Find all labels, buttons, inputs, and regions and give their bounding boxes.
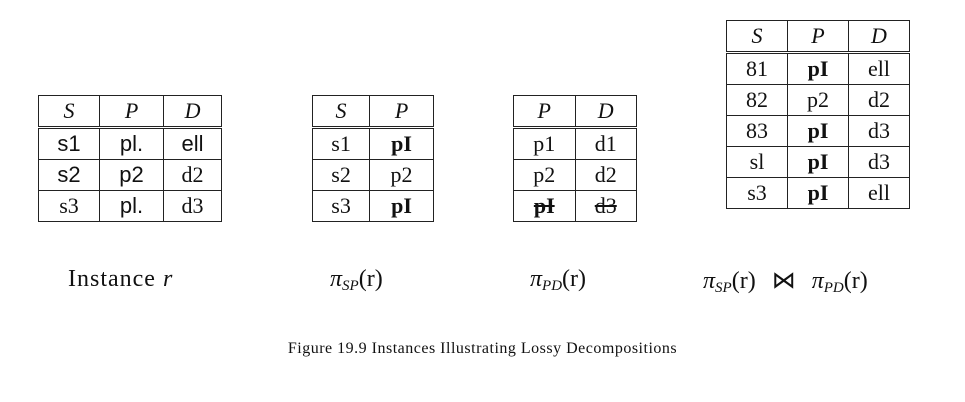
caption-instance-r: Instance r xyxy=(68,266,173,293)
table-cell: d2 xyxy=(848,84,910,116)
table-cell: pl. xyxy=(98,127,165,160)
argument: (r) xyxy=(731,268,756,294)
table-cell: d2 xyxy=(574,159,637,191)
subscript: PD xyxy=(542,278,563,294)
table-cell: sl xyxy=(726,146,788,178)
table-cell: pI xyxy=(369,190,434,222)
table-cell: pI xyxy=(369,127,434,160)
figure-caption: Figure 19.9 Instances Illustrating Lossy… xyxy=(287,340,678,357)
projection-pd-table: P D p1 d1 p2 d2 pI d3 xyxy=(513,95,637,222)
table-cell: pI xyxy=(787,115,849,147)
table-row: 83 pI d3 xyxy=(726,115,910,147)
table-row: s3 pl. d3 xyxy=(38,190,222,222)
table-row: 82 p2 d2 xyxy=(726,84,910,116)
col-header-d: D xyxy=(163,95,222,129)
table-row: s2 p2 d2 xyxy=(38,159,222,191)
table-cell: s2 xyxy=(311,159,371,191)
table-cell: s2 xyxy=(38,159,100,191)
table-row: s2 p2 xyxy=(311,159,434,191)
col-header-d: D xyxy=(848,20,910,54)
table-cell: pI xyxy=(787,52,849,85)
table-row: p1 d1 xyxy=(513,127,637,160)
table-cell: pl. xyxy=(98,190,165,222)
table-cell: d3 xyxy=(848,146,910,178)
table-cell: pI xyxy=(787,146,849,178)
argument: (r) xyxy=(843,268,868,294)
table-cell: s1 xyxy=(38,127,100,160)
table-row: p2 d2 xyxy=(513,159,637,191)
table-cell: d3 xyxy=(574,190,637,222)
col-header-p: P xyxy=(787,20,849,54)
table-cell: p2 xyxy=(513,159,576,191)
table-row: 81 pI ell xyxy=(726,52,910,85)
argument: (r) xyxy=(358,266,383,292)
table-cell: s3 xyxy=(38,190,100,222)
table-cell: d3 xyxy=(163,190,222,222)
table-cell: ell xyxy=(848,177,910,209)
pi-symbol: π xyxy=(703,268,716,294)
caption-projection-sp: πSP(r) xyxy=(330,266,383,295)
table-row: s3 pI xyxy=(311,190,434,222)
join-operator: ⋈ xyxy=(771,268,796,294)
table-cell: d3 xyxy=(848,115,910,147)
table-row: sl pI d3 xyxy=(726,146,910,178)
table-cell: 83 xyxy=(726,115,788,147)
table-row: pI d3 xyxy=(513,190,637,222)
pi-symbol: π xyxy=(530,266,543,292)
col-header-p: P xyxy=(513,95,576,129)
caption-join: πSP(r) ⋈ πPD(r) xyxy=(703,266,868,297)
table-row: s1 pl. ell xyxy=(38,127,222,160)
col-header-d: D xyxy=(574,95,637,129)
col-header-s: S xyxy=(726,20,788,54)
col-header-p: P xyxy=(98,95,165,129)
table-cell: pI xyxy=(513,190,576,222)
table-cell: p1 xyxy=(513,127,576,160)
table-cell: s3 xyxy=(726,177,788,209)
subscript: SP xyxy=(715,280,732,296)
projection-sp-table: S P s1 pI s2 p2 s3 pI xyxy=(311,95,434,222)
table-cell: s1 xyxy=(311,127,371,160)
subscript: SP xyxy=(342,278,359,294)
pi-symbol: π xyxy=(811,268,824,294)
table-cell: p2 xyxy=(98,159,165,191)
table-cell: 81 xyxy=(726,52,788,85)
col-header-s: S xyxy=(311,95,371,129)
join-table: S P D 81 pI ell 82 p2 d2 83 pI d3 sl pI … xyxy=(726,20,910,209)
table-cell: 82 xyxy=(726,84,788,116)
table-cell: s3 xyxy=(311,190,371,222)
instance-r-table: S P D s1 pl. ell s2 p2 d2 s3 pl. d3 xyxy=(38,95,222,222)
argument: (r) xyxy=(562,266,587,292)
col-header-s: S xyxy=(38,95,100,129)
col-header-p: P xyxy=(369,95,434,129)
table-cell: d2 xyxy=(163,159,222,191)
table-cell: ell xyxy=(848,52,910,85)
table-row: s3 pI ell xyxy=(726,177,910,209)
caption-projection-pd: πPD(r) xyxy=(530,266,586,295)
table-row: s1 pI xyxy=(311,127,434,160)
caption-variable: r xyxy=(162,266,174,292)
table-cell: d1 xyxy=(574,127,637,160)
subscript: PD xyxy=(823,280,844,296)
table-cell: p2 xyxy=(369,159,434,191)
table-cell: pI xyxy=(787,177,849,209)
pi-symbol: π xyxy=(330,266,343,292)
table-cell: ell xyxy=(163,127,222,160)
caption-text: Instance xyxy=(68,266,156,292)
table-cell: p2 xyxy=(787,84,849,116)
